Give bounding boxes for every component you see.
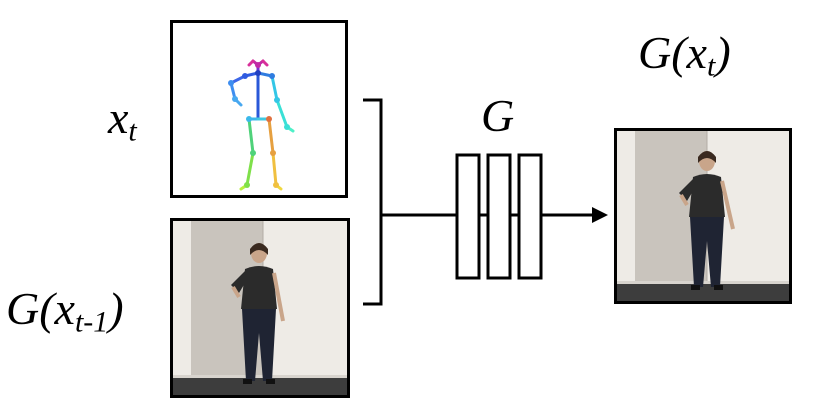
output-label-prefix: G(x <box>638 27 707 78</box>
output-frame-photo <box>614 128 792 304</box>
generator-label: G <box>481 93 514 139</box>
person-photo-icon <box>617 131 789 301</box>
person-photo-icon <box>173 221 347 395</box>
generator-label-text: G <box>481 90 515 141</box>
input-pose-label: xt <box>108 95 137 147</box>
input-bracket <box>363 98 383 306</box>
generator-block-1 <box>455 153 481 280</box>
output-label-sub: t <box>706 49 716 83</box>
output-arrow-head <box>592 207 608 223</box>
previous-frame-label-suffix: ) <box>108 283 124 334</box>
input-pose-label-sub: t <box>128 114 137 148</box>
previous-frame-label-prefix: G(x <box>6 283 75 334</box>
generator-block-3 <box>517 153 543 280</box>
pose-skeleton-frame <box>170 20 348 198</box>
pose-skeleton-icon <box>228 59 295 191</box>
previous-frame-label: G(xt-1) <box>6 286 124 338</box>
previous-frame-label-sub: t-1 <box>74 305 109 339</box>
output-label-suffix: ) <box>715 27 731 78</box>
output-label: G(xt) <box>638 30 731 82</box>
previous-frame-photo <box>170 218 350 398</box>
generator-block-2 <box>486 153 512 280</box>
input-pose-label-base: x <box>108 92 129 143</box>
